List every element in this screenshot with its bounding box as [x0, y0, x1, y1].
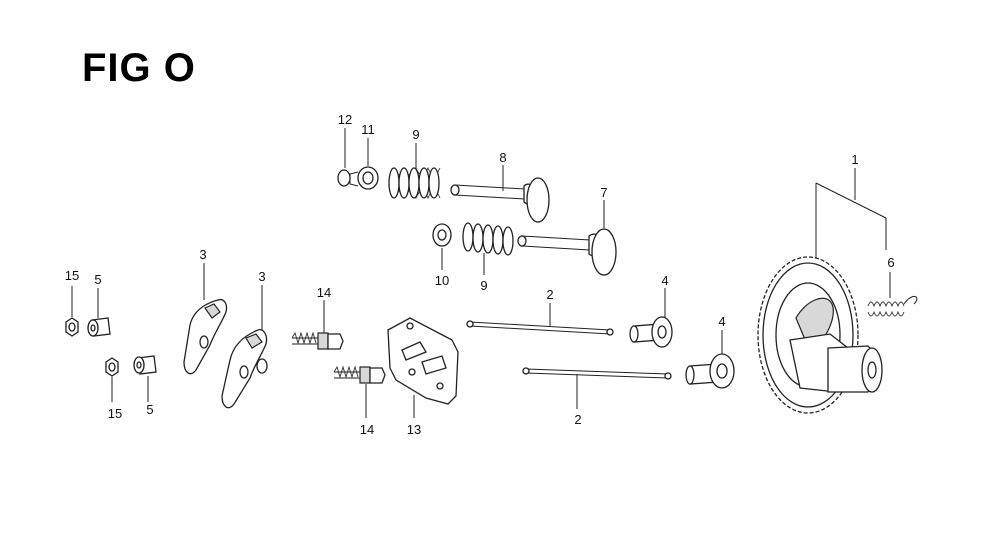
callout-6: 6 [887, 255, 894, 270]
spring-retainer-11 [349, 166, 379, 190]
callout-9-lower: 9 [480, 278, 487, 293]
callout-8: 8 [499, 150, 506, 165]
callout-15-lower: 15 [108, 406, 122, 421]
callout-7: 7 [600, 185, 607, 200]
callout-15-upper: 15 [65, 268, 79, 283]
decompressor-spring-6 [867, 296, 918, 317]
valve-lifter-4-lower [685, 353, 735, 389]
spring-retainer-10 [432, 223, 452, 247]
pivot-bolt-14-lower [333, 365, 386, 384]
callout-1: 1 [851, 152, 858, 167]
callout-4-lower: 4 [718, 314, 725, 329]
valve-spring-9-upper [388, 166, 441, 200]
callout-11: 11 [361, 122, 375, 137]
callout-3-left: 3 [199, 247, 206, 262]
callout-12: 12 [338, 112, 352, 127]
valve-spring-9-lower [462, 222, 514, 256]
callout-2-lower: 2 [574, 412, 581, 427]
intake-valve-8 [450, 177, 550, 223]
camshaft-gear-1 [757, 256, 883, 414]
callout-9-upper: 9 [412, 127, 419, 142]
push-rod-2-lower [522, 367, 672, 380]
valve-lifter-4-upper [629, 316, 673, 348]
valve-cap-12 [337, 169, 351, 187]
callout-2-upper: 2 [546, 287, 553, 302]
figure-title: FIG O [82, 46, 196, 90]
callout-5-lower: 5 [146, 402, 153, 417]
callout-3-right: 3 [258, 269, 265, 284]
callout-5-upper: 5 [94, 272, 101, 287]
pivot-nut-5-lower [133, 355, 157, 375]
lock-nut-15-upper [65, 317, 79, 337]
pivot-nut-5-upper [87, 317, 111, 337]
push-rod-guide-plate-13 [387, 317, 459, 405]
callout-10: 10 [435, 273, 449, 288]
rocker-arm-3-left [183, 298, 228, 375]
exhaust-valve-7 [517, 228, 617, 276]
lock-nut-15-lower [105, 357, 119, 377]
callout-4-upper: 4 [661, 273, 668, 288]
callout-13: 13 [407, 422, 421, 437]
rocker-arm-3-right [221, 329, 268, 409]
pivot-bolt-14-upper [291, 331, 344, 350]
push-rod-2-upper [466, 320, 614, 336]
callout-14-upper: 14 [317, 285, 331, 300]
callout-14-lower: 14 [360, 422, 374, 437]
